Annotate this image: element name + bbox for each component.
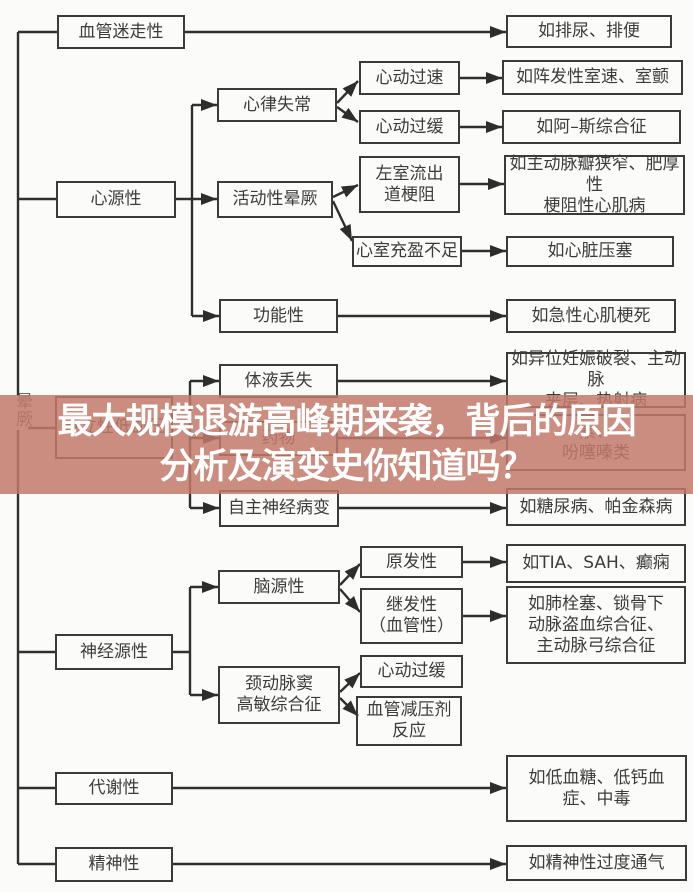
node-bradycardia-2: 心动过缓 [360,655,463,688]
node-arrhythmia: 心律失常 [217,88,337,122]
node-metabolic: 代谢性 [55,772,173,805]
outcome-filling: 如心脏压塞 [506,236,674,267]
node-bradycardia: 心动过缓 [359,110,460,144]
node-carotid-sinus: 颈动脉窦 高敏综合征 [218,666,340,724]
node-psychiatric: 精神性 [55,847,173,882]
banner-title: 最大规模退游高峰期来袭，背后的原因 分析及演变史你知道吗？ [0,397,693,493]
outcome-vasovagal: 如排尿、排便 [506,15,672,48]
node-brain-origin: 脑源性 [218,570,340,604]
outcome-primary: 如TIA、SAH、癫痫 [506,544,686,583]
outcome-secondary: 如肺栓塞、锁骨下 动脉盗血综合征、 主动脉弓综合征 [506,586,686,664]
node-vasodepressor-reaction: 血管减压剂 反应 [356,696,462,746]
node-neurogenic: 神经源性 [55,634,173,670]
outcome-tachycardia: 如阵发性室速、室颤 [502,60,683,95]
node-primary: 原发性 [360,546,463,578]
outcome-metabolic: 如低血糖、低钙血 症、中毒 [506,755,687,822]
node-autonomic-neuropathy: 自主神经病变 [219,490,339,527]
node-tachycardia: 心动过速 [359,61,460,95]
node-activity-syncope: 活动性晕厥 [217,181,333,218]
outcome-bradycardia: 如阿–斯综合征 [502,110,681,144]
node-fluid-loss: 体液丢失 [219,364,338,398]
banner-line-1: 最大规模退游高峰期来袭，背后的原因 [57,402,636,442]
banner-overlay [0,395,693,494]
outcome-functional: 如急性心肌梗死 [506,299,676,333]
node-functional: 功能性 [219,299,338,333]
node-cardiac: 心源性 [56,181,176,218]
node-lvot-obstruction: 左室流出 道梗阻 [359,156,460,213]
node-secondary-vascular: 继发性 （血管性） [360,588,463,644]
outcome-psychiatric: 如精神性过度通气 [506,845,687,881]
banner-line-2: 分析及演变史你知道吗？ [159,447,534,487]
outcome-lvot: 如主动脉瓣狭窄、肥厚性 梗阻性心肌病 [504,154,685,216]
node-ventricular-filling: 心室充盈不足 [352,236,462,267]
node-vasovagal: 血管迷走性 [57,15,185,49]
